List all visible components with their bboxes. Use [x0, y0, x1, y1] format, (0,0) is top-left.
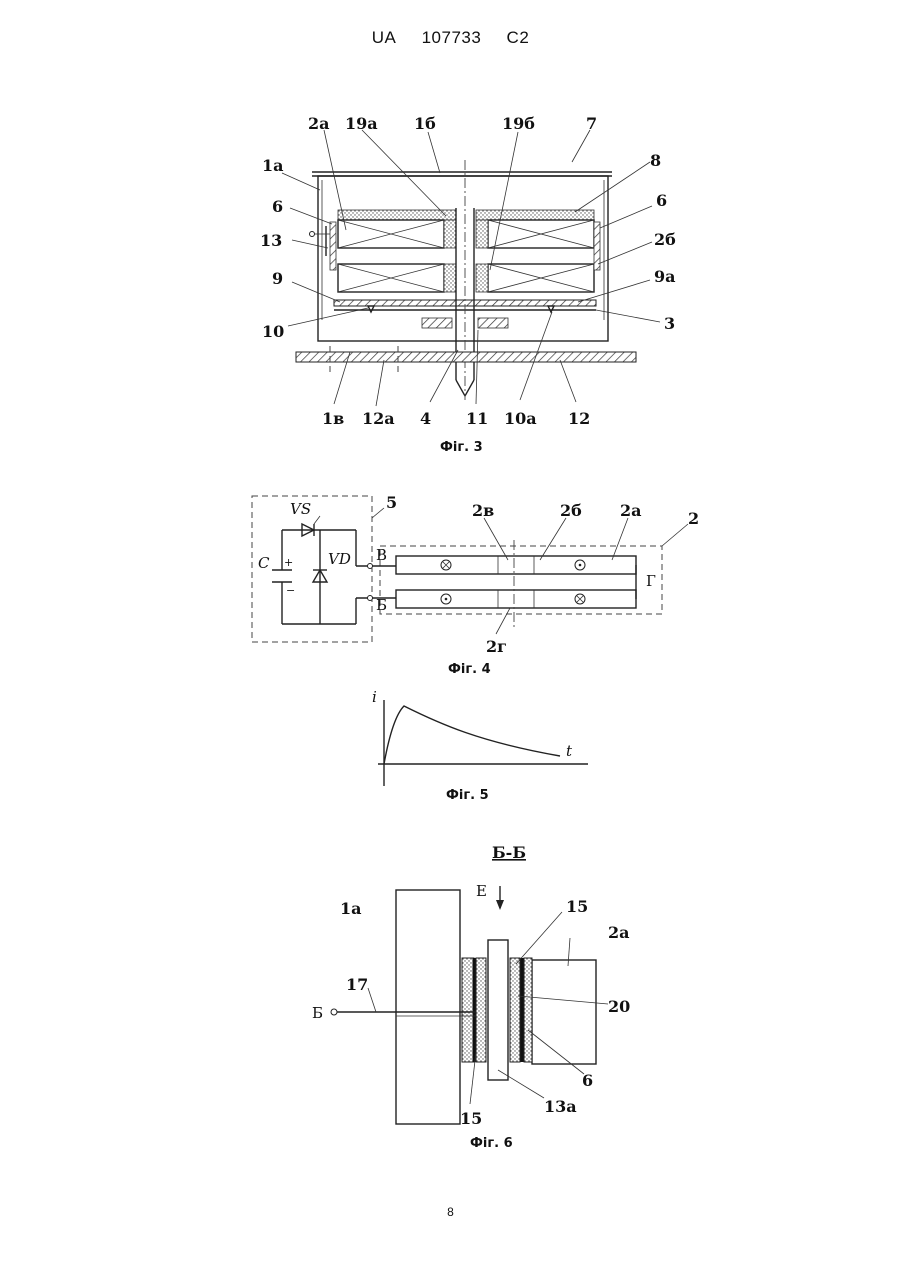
fig6-label-2a: 2а — [608, 923, 630, 942]
fig6-terminal-b: Б — [312, 1004, 323, 1022]
fig6-label-20: 20 — [608, 997, 630, 1016]
fig6-caption: Фіг. 6 — [470, 1136, 513, 1151]
fig6-label-15-top: 15 — [566, 897, 588, 916]
fig6-label-17: 17 — [346, 975, 368, 994]
fig6-section-label: Б-Б — [492, 843, 526, 862]
fig6-label-6: 6 — [582, 1071, 593, 1090]
fig6-label-1a: 1а — [340, 899, 362, 918]
fig6-label-e: Е — [476, 882, 487, 900]
fig6-label-13a: 13а — [544, 1097, 577, 1116]
page-number: 8 — [0, 1205, 901, 1219]
fig6-label-15-bottom: 15 — [460, 1109, 482, 1128]
